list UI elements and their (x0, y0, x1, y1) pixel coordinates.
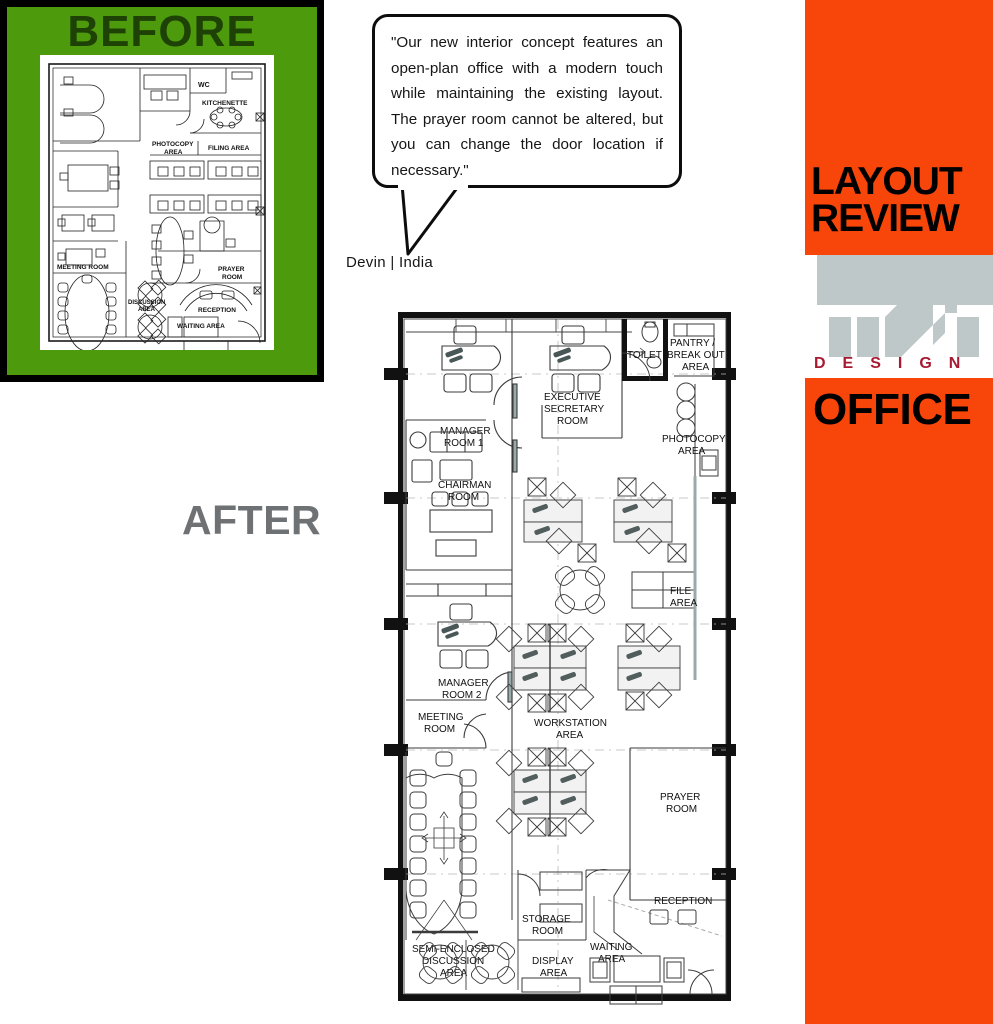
svg-text:AREA: AREA (556, 730, 584, 741)
room-label-exec-secretary: EXECUTIVE (544, 392, 601, 403)
svg-text:AREA: AREA (598, 954, 626, 965)
comment-bubble: "Our new interior concept features an op… (372, 14, 682, 188)
svg-text:AREA: AREA (540, 968, 568, 979)
svg-text:ROOM 1: ROOM 1 (444, 438, 484, 449)
room-label-file-area: FILE (670, 586, 691, 597)
svg-text:ROOM: ROOM (666, 804, 697, 815)
before-floor-plan: WC KITCHENETTE FILING AREA PHOTOCOPY ARE… (40, 55, 274, 355)
comment-attribution: Devin | India (346, 254, 434, 271)
svg-text:MEETING ROOM: MEETING ROOM (57, 264, 109, 271)
room-label-pantry: PANTRY / (670, 338, 715, 349)
brand-logo (805, 255, 993, 378)
brand-title-line2: REVIEW (811, 197, 960, 240)
room-label-prayer: PRAYER (660, 792, 700, 803)
svg-text:BREAK OUT: BREAK OUT (667, 350, 725, 361)
svg-text:WC: WC (198, 82, 210, 89)
before-panel: BEFORE (0, 0, 324, 382)
room-label-reception: RECEPTION (654, 896, 712, 907)
svg-text:ROOM: ROOM (222, 274, 242, 281)
before-title: BEFORE (67, 7, 257, 56)
room-label-chairman: CHAIRMAN (438, 480, 491, 491)
svg-text:ROOM: ROOM (424, 724, 455, 735)
svg-text:ROOM: ROOM (557, 416, 588, 427)
brand-office-word: OFFICE (813, 385, 972, 434)
room-label-display: DISPLAY (532, 956, 574, 967)
after-floor-plan-drawing: MANAGER ROOM 1 EXECUTIVE SECR (382, 300, 738, 1012)
comment-bubble-tail (398, 184, 468, 256)
svg-text:AREA: AREA (164, 149, 183, 156)
room-label-toilet: TOILET (627, 350, 662, 361)
brand-design-word: DESIGN (814, 355, 978, 372)
before-green-backdrop: BEFORE (7, 7, 317, 375)
svg-text:FILING AREA: FILING AREA (208, 145, 250, 152)
svg-text:ROOM: ROOM (448, 492, 479, 503)
room-label-photocopy: PHOTOCOPY (662, 434, 726, 445)
svg-text:AREA: AREA (440, 968, 468, 979)
room-label-manager-2: MANAGER (438, 678, 489, 689)
comment-text: "Our new interior concept features an op… (391, 34, 663, 179)
brand-title-line1: LAYOUT (811, 160, 963, 203)
svg-text:AREA: AREA (678, 446, 706, 457)
svg-text:AREA: AREA (138, 307, 156, 313)
after-floor-plan: MANAGER ROOM 1 EXECUTIVE SECR (382, 300, 738, 1012)
svg-text:SECRETARY: SECRETARY (544, 404, 605, 415)
room-label-waiting: WAITING (590, 942, 633, 953)
room-label-meeting: MEETING (418, 712, 464, 723)
brand-logo-mark (817, 255, 993, 357)
room-label-workstation: WORKSTATION (534, 718, 607, 729)
room-label-storage: STORAGE (522, 914, 571, 925)
svg-text:AREA: AREA (670, 598, 698, 609)
svg-text:PRAYER: PRAYER (218, 266, 245, 273)
svg-text:DISCUSSION: DISCUSSION (422, 956, 484, 967)
svg-text:DISCUSSION: DISCUSSION (128, 300, 165, 306)
brand-title: LAYOUT REVIEW (811, 160, 993, 240)
room-label-discussion: SEMI-ENCLOSED (412, 944, 495, 955)
before-floor-plan-drawing: WC KITCHENETTE FILING AREA PHOTOCOPY ARE… (40, 55, 274, 355)
svg-text:KITCHENETTE: KITCHENETTE (202, 100, 248, 107)
svg-text:WAITING AREA: WAITING AREA (177, 323, 225, 330)
svg-text:ROOM: ROOM (532, 926, 563, 937)
brand-panel: LAYOUT REVIEW DESIGN OFFICE (805, 0, 993, 1024)
svg-text:PHOTOCOPY: PHOTOCOPY (152, 141, 194, 148)
after-label: AFTER (182, 497, 322, 543)
svg-text:AREA: AREA (682, 362, 710, 373)
svg-text:RECEPTION: RECEPTION (198, 307, 236, 314)
svg-text:ROOM 2: ROOM 2 (442, 690, 482, 701)
